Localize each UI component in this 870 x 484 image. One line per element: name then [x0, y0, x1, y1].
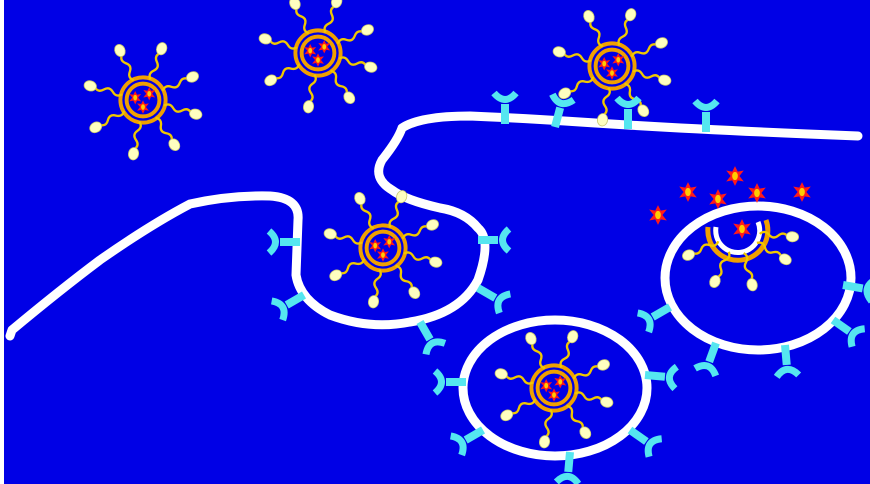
liposome-endocytosis-diagram	[0, 0, 870, 484]
